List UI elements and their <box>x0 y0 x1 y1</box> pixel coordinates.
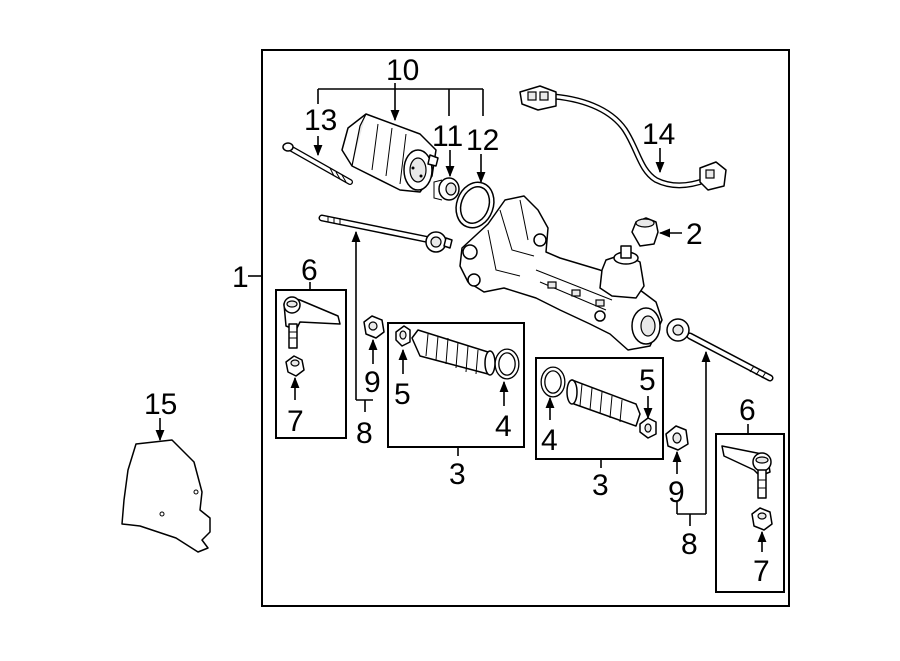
part-11-bearing <box>433 177 460 201</box>
leader-lines <box>155 83 767 552</box>
part-13-bolt <box>282 142 353 185</box>
part-3-boot-left <box>411 329 496 376</box>
part-9-nut-right <box>665 425 689 451</box>
callout-3-right: 3 <box>592 469 609 502</box>
callout-4-right: 4 <box>541 424 558 457</box>
callout-13: 13 <box>304 104 337 137</box>
callout-9-left: 9 <box>364 366 381 399</box>
part-8-inner-tie-rod-right <box>666 318 774 382</box>
part-15-heat-shield <box>121 439 211 553</box>
part-4-clamp-left <box>494 348 520 380</box>
main-assembly-frame <box>261 49 790 607</box>
callout-3-left: 3 <box>449 458 466 491</box>
callout-5-left: 5 <box>394 378 411 411</box>
part-9-nut-left <box>363 315 385 339</box>
part-5-clip-left <box>395 325 411 347</box>
part-12-o-ring <box>455 181 495 229</box>
part-3-boot-right <box>566 379 641 427</box>
boot-kit-box-right <box>535 357 664 460</box>
tie-rod-end-box-left <box>275 289 347 439</box>
part-6-tie-rod-end-left <box>283 296 341 349</box>
part-7-nut-left <box>285 355 305 377</box>
part-6-tie-rod-end-right <box>721 445 772 499</box>
callout-6-right: 6 <box>739 394 756 427</box>
callout-12: 12 <box>466 124 499 157</box>
callout-8-right: 8 <box>681 528 698 561</box>
part-8-inner-tie-rod-left <box>318 214 453 253</box>
part-5-clip-right <box>639 417 657 439</box>
part-14-wiring-harness <box>519 85 727 191</box>
callout-2: 2 <box>686 218 703 251</box>
callout-10: 10 <box>386 54 419 87</box>
callout-14: 14 <box>642 118 675 151</box>
part-10-motor <box>341 113 439 193</box>
callout-5-right: 5 <box>639 364 656 397</box>
callout-6-left: 6 <box>301 254 318 287</box>
callout-11: 11 <box>432 120 463 153</box>
callout-9-right: 9 <box>668 476 685 509</box>
callout-15: 15 <box>144 388 177 421</box>
part-7-nut-right <box>751 507 773 531</box>
boot-kit-box-left <box>387 322 525 448</box>
part-2-cap <box>631 217 659 247</box>
callout-1: 1 <box>232 261 249 294</box>
steering-gear-housing <box>459 195 663 351</box>
tie-rod-end-box-right <box>715 433 785 593</box>
part-4-clamp-right <box>540 366 566 398</box>
callout-8-left: 8 <box>356 417 373 450</box>
callout-7-left: 7 <box>287 405 304 438</box>
callout-4-left: 4 <box>495 410 512 443</box>
callout-7-right: 7 <box>753 555 770 588</box>
